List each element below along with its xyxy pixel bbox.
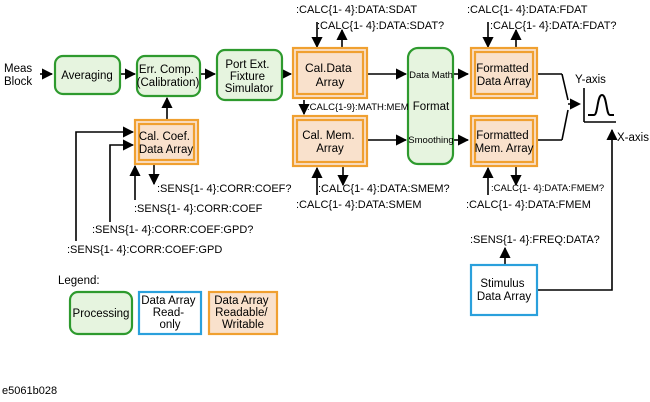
fmt-mem-label: Formatted Mem. Array	[475, 130, 534, 155]
cmd-sdat-write: :CALC{1- 4}:DATA:SDAT	[296, 4, 417, 16]
legend-read-write-swatch	[207, 290, 279, 336]
connectors	[40, 22, 618, 291]
arrow-stimulus-to-xaxis	[537, 128, 618, 291]
cal-mem-label: Cal. Mem. Array	[302, 130, 358, 155]
cmd-gpd-write: :SENS{1- 4}:CORR:COEF:GPD	[67, 244, 222, 256]
cal-data-label: Cal.Data Array	[305, 61, 355, 89]
block-stimulus-data-array	[469, 263, 539, 317]
cmd-smem-query: :CALC{1- 4}:DATA:SMEM?	[318, 183, 450, 195]
cmd-smem-write: :CALC{1- 4}:DATA:SMEM	[296, 199, 422, 211]
cmd-freq-query: :SENS{1- 4}:FREQ:DATA?	[470, 234, 600, 246]
switch-lower	[561, 109, 569, 141]
block-averaging	[53, 54, 122, 96]
averaging-label: Averaging	[61, 70, 113, 82]
cal-coef-label: Cal. Coef. Data Array	[139, 131, 194, 156]
legend-processing-label: Processing	[73, 308, 130, 320]
legend-read-only-label: Data Array Read- only	[141, 295, 199, 331]
cmd-fdat-query: :CALC{1- 4}:DATA:FDAT?	[490, 20, 617, 32]
display-axes-icon	[583, 88, 616, 123]
err-comp-label: Err. Comp. (Calibration)	[137, 64, 200, 89]
smoothing-label: Smoothing	[408, 135, 453, 146]
y-axis-label: Y-axis	[575, 74, 606, 86]
stimulus-label: Stimulus Data Array	[477, 278, 532, 303]
format-label: Format	[413, 101, 450, 113]
block-cal-mem-array	[291, 114, 369, 168]
block-cal-data-array	[291, 46, 369, 100]
cmd-sdat-query: :CALC{1- 4}:DATA:SDAT?	[317, 20, 444, 32]
block-cal-coef-data-array	[133, 118, 200, 166]
switch-upper	[561, 73, 569, 101]
data-math-label: Data Math	[409, 70, 453, 81]
legend-read-write-label: Data Array Readable/ Writable	[214, 295, 272, 331]
block-formatted-data-array	[469, 46, 539, 100]
port-ext-label: Port Ext. Fixture Simulator	[225, 59, 274, 95]
cmd-math-mem: :CALC{1-9}:MATH:MEM	[307, 102, 409, 113]
cmd-fmem-query: :CALC{1- 4}:DATA:FMEM?	[491, 183, 604, 194]
block-processing	[406, 46, 455, 166]
legend-title: Legend:	[58, 275, 100, 287]
legend-processing-swatch	[68, 290, 134, 336]
x-axis-label: X-axis	[617, 132, 649, 144]
cmd-coef-write: :SENS{1- 4}:CORR:COEF	[134, 203, 263, 215]
fmt-data-label: Formatted Data Array	[476, 63, 532, 88]
legend-read-only-swatch	[137, 290, 203, 336]
cmd-fmem-write: :CALC{1- 4}:DATA:FMEM	[466, 199, 591, 211]
cmd-gpd-query: :SENS{1- 4}:CORR:COEF:GPD?	[92, 224, 253, 236]
labels: Meas Block Averaging Err. Comp. (Calibra…	[2, 4, 649, 397]
cmd-fdat-write: :CALC{1- 4}:DATA:FDAT	[467, 4, 588, 16]
block-formatted-mem-array	[469, 114, 539, 168]
block-err-comp	[135, 54, 202, 98]
cmd-coef-query: :SENS{1- 4}:CORR:COEF?	[157, 183, 292, 195]
meas-block-label: Meas Block	[4, 63, 35, 88]
figure-id: e5061b028	[2, 385, 57, 397]
arrow-gpd-write	[75, 126, 135, 241]
block-port-ext	[215, 48, 284, 102]
arrow-gpd-query	[109, 139, 135, 222]
